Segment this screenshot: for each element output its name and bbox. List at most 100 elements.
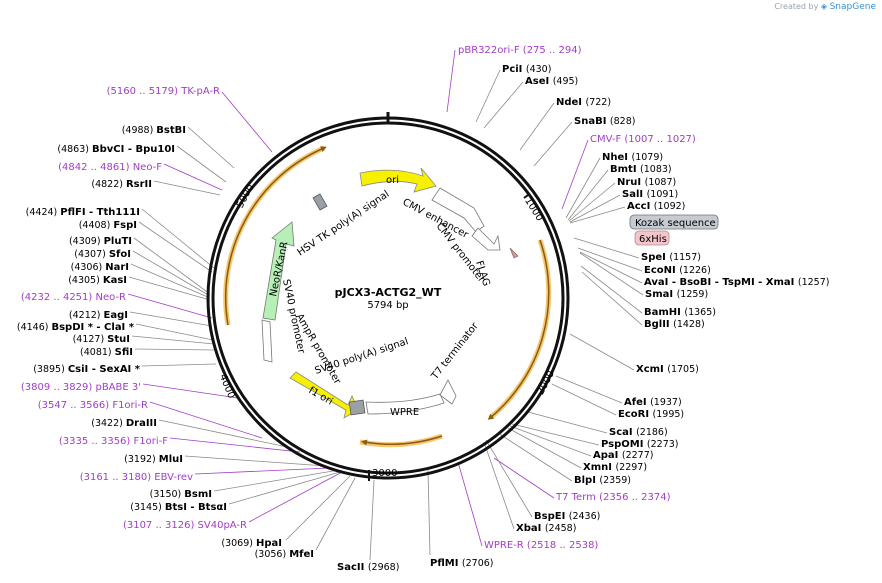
position-range: (2359) bbox=[599, 475, 631, 486]
position-range: (3056) bbox=[255, 549, 290, 560]
label-leader-line bbox=[565, 157, 601, 219]
tick-3000: 3000 bbox=[368, 468, 397, 481]
site-name: BspDI * - ClaI * bbox=[51, 322, 134, 333]
site-name: NheI bbox=[602, 152, 631, 163]
position-range: (3145) bbox=[130, 502, 165, 513]
site-label: (4863) BbvCI - Bpu10I bbox=[57, 144, 175, 155]
position-range: (2277) bbox=[622, 450, 654, 461]
feature-t7term-label: T7 terminator bbox=[429, 320, 481, 382]
label-leader-line bbox=[153, 180, 221, 196]
tick-label-2000: 2000 bbox=[535, 369, 557, 397]
position-range: (3547 .. 3566) bbox=[38, 400, 113, 411]
feature-his-mark bbox=[509, 247, 519, 259]
position-range: (1428) bbox=[673, 319, 705, 330]
label-leader-line bbox=[194, 467, 331, 475]
label-leader-line bbox=[555, 375, 623, 404]
credit-prefix: Created by bbox=[774, 2, 819, 11]
primer-name: EBV-rev bbox=[154, 472, 193, 483]
label-leader-line bbox=[141, 363, 217, 367]
site-label: (3145) BtsI - BtsαI bbox=[130, 502, 227, 513]
position-range: (1091) bbox=[647, 189, 679, 200]
site-label: SmaI (1259) bbox=[645, 289, 708, 300]
position-range: (828) bbox=[610, 116, 636, 127]
site-label: (4307) SfoI bbox=[74, 249, 131, 260]
position-range: (4424) bbox=[26, 207, 61, 218]
site-label: (3069) HpaI bbox=[221, 538, 282, 549]
primer-name: WPRE-R bbox=[484, 540, 527, 551]
position-range: (1937) bbox=[650, 397, 682, 408]
primer-name: CMV-F bbox=[590, 134, 624, 145]
label-leader-line bbox=[135, 323, 214, 341]
site-name: EcoNI bbox=[644, 265, 679, 276]
position-range: (1079) bbox=[631, 152, 663, 163]
site-label: (4081) SfiI bbox=[80, 347, 133, 358]
site-label: AvaI - BsoBI - TspMI - XmaI (1257) bbox=[644, 277, 829, 288]
site-label: XbaI (2458) bbox=[516, 523, 576, 534]
site-name: EcoRI bbox=[618, 409, 653, 420]
label-leader-line bbox=[509, 425, 592, 457]
position-range: (2968) bbox=[368, 562, 400, 573]
label-leader-line bbox=[507, 427, 582, 469]
site-label: (4146) BspDI * - ClaI * bbox=[17, 322, 135, 333]
site-label: EcoRI (1995) bbox=[618, 409, 684, 420]
site-name: AvaI - BsoBI - TspMI - XmaI bbox=[644, 277, 798, 288]
site-label: XmnI (2297) bbox=[583, 462, 647, 473]
position-range: (3809 .. 3829) bbox=[21, 382, 96, 393]
site-name: FspI bbox=[113, 220, 137, 231]
label-leader-line bbox=[519, 102, 555, 151]
site-name: SacII bbox=[337, 562, 368, 573]
site-label: (4822) RsrII bbox=[91, 179, 152, 190]
sv40pa-block bbox=[348, 399, 366, 416]
position-range: (4822) bbox=[91, 179, 126, 190]
label-leader-line bbox=[158, 419, 293, 449]
site-label: (3895) CsiI - SexAI * bbox=[33, 364, 141, 375]
position-range: (4232 .. 4251) bbox=[21, 292, 96, 303]
site-name: MfeI bbox=[289, 549, 314, 560]
primer-name: F1ori-F bbox=[134, 436, 169, 447]
primer-label: (5160 .. 5179) TK-pA-R bbox=[107, 86, 220, 97]
label-leader-line bbox=[187, 126, 235, 169]
label-leader-line bbox=[569, 194, 621, 223]
label-leader-line bbox=[527, 411, 608, 434]
label-leader-line bbox=[142, 383, 239, 399]
site-name: SmaI bbox=[645, 289, 677, 300]
site-name: NdeI bbox=[556, 97, 586, 108]
position-range: (3335 .. 3356) bbox=[59, 436, 134, 447]
feature-wpre-label: WPRE bbox=[390, 407, 419, 418]
feature-f1ori: f1 ori bbox=[289, 371, 359, 419]
label-leader-line bbox=[485, 439, 533, 518]
position-range: (2297) bbox=[615, 462, 647, 473]
label-leader-line bbox=[427, 469, 431, 556]
position-range: (3895) bbox=[33, 364, 68, 375]
site-label: (4988) BstBI bbox=[122, 125, 186, 136]
primer-label: CMV-F (1007 .. 1027) bbox=[590, 134, 696, 145]
primer-label: (3107 .. 3126) SV40pA-R bbox=[123, 520, 247, 531]
site-label: (4408) FspI bbox=[79, 220, 137, 231]
label-leader-line bbox=[129, 311, 213, 327]
tick-label-3000: 3000 bbox=[372, 468, 397, 479]
site-name: BsmI bbox=[184, 489, 212, 500]
position-range: (4408) bbox=[79, 220, 114, 231]
credit-brand: SnapGene bbox=[829, 2, 876, 12]
label-leader-line bbox=[176, 145, 227, 183]
site-name: BmtI bbox=[610, 164, 640, 175]
position-range: (1007 .. 1027) bbox=[624, 134, 696, 145]
site-label: BglII (1428) bbox=[644, 319, 705, 330]
label-leader-line bbox=[567, 169, 609, 221]
primer-label: (4232 .. 4251) Neo-R bbox=[21, 292, 126, 303]
snapgene-logo-icon: ◈ bbox=[820, 2, 828, 11]
label-leader-line bbox=[573, 237, 640, 259]
label-leader-line bbox=[138, 221, 213, 273]
site-label: (4306) NarI bbox=[71, 262, 129, 273]
position-range: (3192) bbox=[124, 454, 159, 465]
kozak-box: Kozak sequence bbox=[629, 214, 719, 230]
position-range: (1083) bbox=[640, 164, 672, 175]
primer-name: Neo-F bbox=[133, 162, 163, 173]
position-range: (2436) bbox=[569, 511, 601, 522]
site-name: PflFI - Tth111I bbox=[60, 207, 140, 218]
label-leader-line bbox=[213, 469, 340, 492]
site-name: PflMI bbox=[430, 558, 462, 569]
site-name: BbvCI - Bpu10I bbox=[92, 144, 175, 155]
his-label: 6xHis bbox=[639, 234, 667, 245]
